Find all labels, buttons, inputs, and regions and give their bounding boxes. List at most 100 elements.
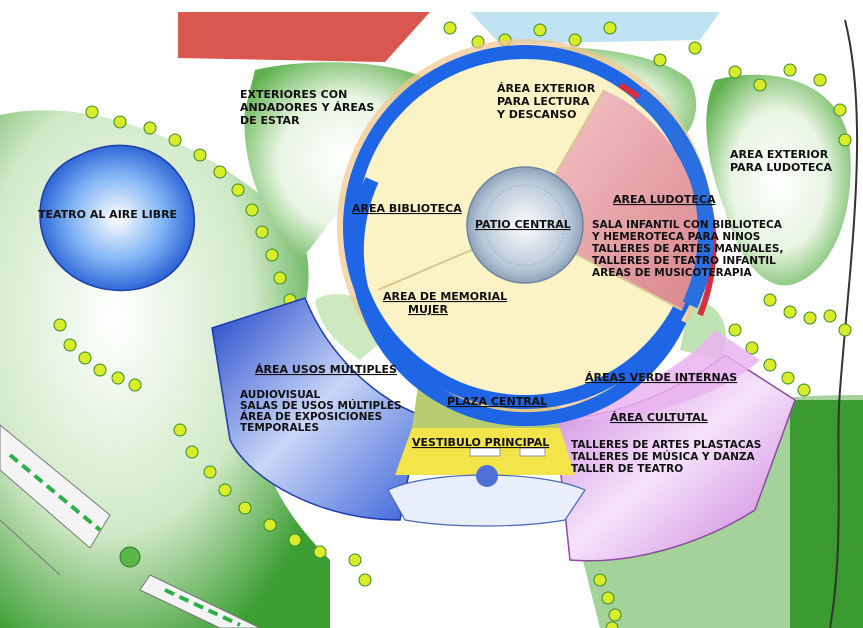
label-verde: ÁREAS VERDE INTERNAS — [585, 371, 737, 384]
tree-icon — [265, 248, 279, 262]
blue-building — [470, 12, 720, 44]
entrance-dome-icon — [387, 465, 586, 527]
label-lectura-3: Y DESCANSO — [496, 108, 576, 121]
parking-west — [0, 424, 261, 628]
label-biblioteca: AREA BIBLIOTECA — [352, 202, 462, 215]
label-lectura-2: PARA LECTURA — [497, 95, 590, 108]
usos-desc-2: SALAS DE USOS MÚLTIPLES — [240, 399, 402, 412]
label-exteriores-3: DE ESTAR — [240, 114, 300, 127]
usos-desc-1: AUDIOVISUAL — [240, 389, 321, 401]
cultural-desc-3: TALLER DE TEATRO — [571, 463, 683, 475]
label-lectura-1: ÁREA EXTERIOR — [497, 82, 596, 95]
tree-icon — [533, 23, 547, 37]
tree-icon — [53, 318, 67, 332]
road-east — [829, 19, 859, 628]
tree-icon — [85, 105, 99, 119]
tree-icon — [78, 351, 92, 365]
tree-icon — [111, 371, 125, 385]
tree-icon — [763, 358, 777, 372]
tree-icon — [688, 41, 702, 55]
tree-icon — [753, 78, 767, 92]
tree-icon — [173, 423, 187, 437]
tree-icon — [255, 225, 269, 239]
tree-icon — [185, 445, 199, 459]
cultural-desc-1: TALLERES DE ARTES PLASTACAS — [571, 439, 761, 451]
red-building — [178, 12, 430, 62]
tree-icon — [728, 323, 742, 337]
vestibulo-block-2 — [519, 447, 546, 457]
lawn-corner — [790, 400, 863, 628]
ludoteca-desc-1: SALA INFANTIL CON BIBLIOTECA — [592, 219, 783, 231]
tree-icon — [605, 621, 619, 628]
label-cultural: ÁREA CULTUTAL — [610, 411, 708, 424]
tree-icon — [745, 341, 759, 355]
lawn-ludoteca-ext — [706, 74, 851, 286]
tree-icon — [113, 115, 127, 129]
ludoteca-desc-4: TALLERES DE TEATRO INFANTIL — [592, 255, 776, 267]
tree-icon — [608, 608, 622, 622]
tree-icon — [288, 533, 302, 547]
teatro-shape — [39, 144, 195, 292]
tree-icon — [728, 65, 742, 79]
main-building — [337, 39, 717, 427]
label-exteriores-2: ANDADORES Y ÁREAS — [240, 101, 374, 114]
ludoteca-wedge — [525, 90, 700, 310]
tree-icon — [238, 501, 252, 515]
tree-icons — [53, 21, 852, 628]
label-ludoteca-ext-2: PARA LUDOTECA — [730, 161, 833, 174]
tree-icon — [263, 518, 277, 532]
tree-icon — [203, 465, 217, 479]
tree-icon — [443, 21, 457, 35]
ludoteca-desc-3: TALLERES DE ARTES MANUALES, — [592, 243, 783, 255]
tree-icon — [813, 73, 827, 87]
tree-icon — [823, 309, 837, 323]
tree-icon — [797, 383, 811, 397]
usos-shape — [211, 297, 421, 521]
tree-icon — [168, 133, 182, 147]
usos-desc-3: ÁREA DE EXPOSICIONES — [240, 410, 382, 423]
tree-icon — [231, 183, 245, 197]
tree-icon — [803, 311, 817, 325]
label-memorial-2: MUJER — [408, 303, 448, 316]
tree-icon — [781, 371, 795, 385]
tree-icon — [783, 305, 797, 319]
label-teatro: TEATRO AL AIRE LIBRE — [38, 208, 177, 221]
tree-icon — [838, 323, 852, 337]
svg-text:AUDIOVISUAL SALAS DE USOS: AUDIOVISUAL SALAS DE USOS MÚLTIPLES ÁREA… — [240, 389, 405, 434]
tree-icon — [213, 165, 227, 179]
tree-icon — [568, 33, 582, 47]
cultural-desc-2: TALLERES DE MÚSICA Y DANZA — [571, 450, 755, 463]
vestibulo-block — [469, 447, 501, 457]
tree-icon — [193, 148, 207, 162]
tree-icon — [218, 483, 232, 497]
label-patio: PATIO CENTRAL — [475, 218, 571, 231]
tree-icon — [313, 545, 327, 559]
tree-icon — [783, 63, 797, 77]
label-vestibulo: VESTIBULO PRINCIPAL — [412, 436, 549, 449]
usos-desc-4: TEMPORALES — [240, 422, 319, 434]
label-exteriores-1: EXTERIORES CON — [240, 88, 347, 101]
ludoteca-desc-5: AREAS DE MUSICOTERAPIA — [592, 267, 752, 279]
label-ludoteca: AREA LUDOTECA — [613, 193, 716, 206]
tree-icon — [143, 121, 157, 135]
tree-icon — [838, 133, 852, 147]
tree-icon — [348, 553, 362, 567]
tree-icon — [63, 338, 77, 352]
tree-icon — [273, 271, 287, 285]
patio-central-shape — [466, 166, 584, 284]
tree-icon — [245, 203, 259, 217]
label-usos: ÁREA USOS MÚLTIPLES — [255, 363, 397, 376]
label-memorial-1: AREA DE MEMORIAL — [383, 290, 507, 303]
tree-icon — [593, 573, 607, 587]
tree-icon — [653, 53, 667, 67]
tree-icon — [128, 378, 142, 392]
tree-icon — [358, 573, 372, 587]
label-plaza: PLAZA CENTRAL — [447, 395, 547, 408]
ludoteca-desc-2: Y HEMEROTECA PARA NINOS — [591, 231, 760, 243]
tree-icon — [833, 103, 847, 117]
